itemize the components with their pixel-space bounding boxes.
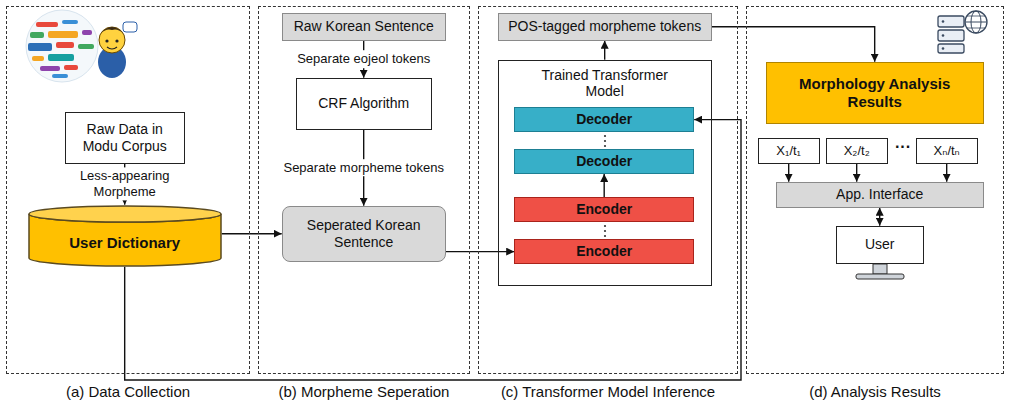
panel-caption: (d) Analysis Results [747,383,1003,401]
box-label: Encoder [572,201,636,218]
decoder-block: Decoder [514,149,694,174]
box-label: User [861,236,899,253]
token-box: Xₙ/tₙ [916,138,978,164]
box-label: Encoder [572,243,636,260]
box-label: X₂/t₂ [840,143,874,159]
token-box: X₁/t₁ [758,138,820,164]
connector-arrow [879,208,880,226]
ellipsis-label: ··· [891,138,915,156]
panel-caption: (a) Data Collection [7,383,249,401]
database-cylinder: User Dictionary [28,205,222,267]
monitor-stand [856,264,904,279]
output-box: POS-tagged morpheme tokens [498,13,712,41]
decoder-block: Decoder [514,107,694,132]
data-box: Raw Data in Modu Corpus [65,112,185,164]
panel: (d) Analysis ResultsMorphology Analysis … [746,6,1004,374]
box-label: Raw Korean Sentence [290,18,438,35]
user-monitor: User [836,226,924,264]
connector-arrow [788,164,789,182]
cartoon-character [98,22,137,78]
panel: (c) Transformer Model InferencePOS-tagge… [478,6,738,374]
box-label: Decoder [572,153,636,170]
box-label: Seperated Korean Sentence [283,217,445,251]
box-label: Xₙ/tₙ [930,143,964,159]
token-box: X₂/t₂ [826,138,888,164]
connector-arrow [856,164,857,182]
connector-arrow [604,41,605,60]
connector-arrow [603,174,604,197]
box-label: Trained Transformer Model [526,67,684,101]
box-label: App. Interface [832,186,927,203]
box-label: User Dictionary [65,234,184,252]
edge-label: Separate eojeol tokens [294,50,433,68]
box-label: X₁/t₁ [772,143,805,159]
edge-label: Less-appearing Morpheme [67,168,183,201]
output-box: Seperated Korean Sentence [282,206,446,262]
result-box: Morphology Analysis Results [766,62,984,124]
connector-arrow [712,27,875,62]
model-box: Trained Transformer ModelDecoderDecoderE… [498,60,712,286]
edge-label: Separate morpheme tokens [280,159,446,177]
connector-arrow [446,251,515,252]
box-label: Decoder [572,111,636,128]
process-box: CRF Algorithm [296,78,432,130]
encoder-block: Encoder [514,197,694,222]
word-cloud-illustration [26,10,98,82]
panel-caption: (b) Morpheme Seperation [259,383,469,401]
box-label: POS-tagged morpheme tokens [504,18,705,35]
input-box: Raw Korean Sentence [282,13,446,41]
encoder-block: Encoder [514,239,694,264]
box-label: Morphology Analysis Results [767,75,983,111]
connector-arrow [222,233,282,234]
interface-box: App. Interface [776,182,984,208]
server-globe-icon [938,11,987,53]
box-label: Raw Data in Modu Corpus [66,121,184,155]
panel-caption: (c) Transformer Model Inference [479,383,737,401]
connector-arrow [946,164,947,182]
box-label: CRF Algorithm [314,95,413,112]
